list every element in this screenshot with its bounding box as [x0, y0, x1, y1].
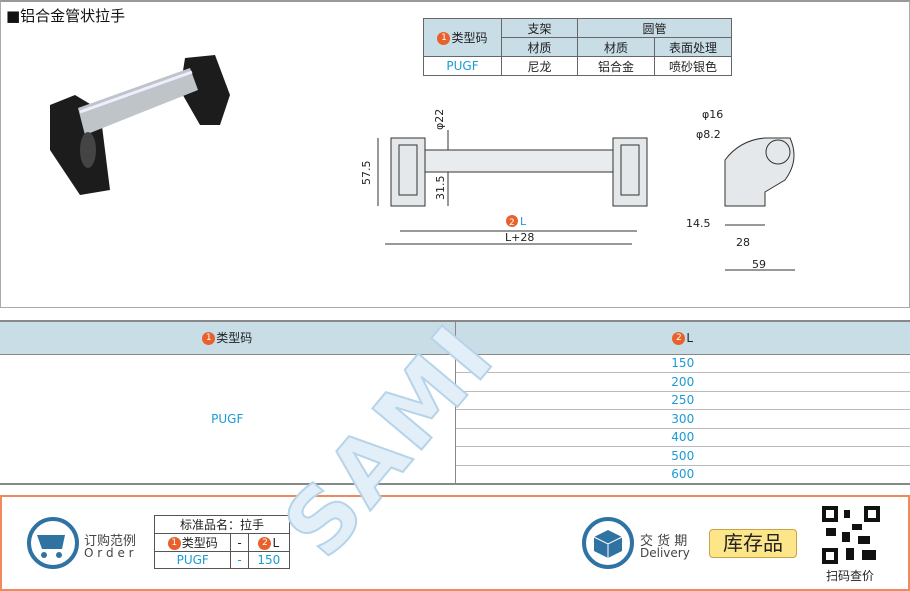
in-stock-badge: 库存品 [709, 529, 797, 558]
bracket-header: 支架 [501, 18, 578, 38]
dim-28: 28 [736, 236, 750, 249]
type-code-header: 类型码 [451, 31, 488, 45]
delivery-label: 交 货 期 [640, 534, 688, 549]
dash: - [230, 551, 249, 569]
L-value-cell: 400 [455, 428, 910, 447]
L-value-cell: 300 [455, 409, 910, 429]
dim-14-5: 14.5 [686, 217, 711, 230]
dash: - [230, 533, 249, 552]
surface-cell: 喷砂银色 [654, 56, 732, 76]
dim-d8-2: φ8.2 [696, 128, 721, 141]
tube-material-cell: 铝合金 [577, 56, 655, 76]
L-value-cell: 600 [455, 465, 910, 485]
L-value-cell: 250 [455, 391, 910, 410]
type-code-label: 类型码 [181, 536, 218, 550]
cart-icon [27, 517, 79, 569]
material-header: 材质 [501, 37, 578, 57]
product-image [50, 55, 230, 195]
order-label: 订购范例 [84, 534, 137, 549]
delivery-box-icon [582, 517, 634, 569]
material-header: 材质 [577, 37, 655, 57]
bracket-material-cell: 尼龙 [501, 56, 578, 76]
L-value-cell: 150 [455, 354, 910, 373]
type-code-cell: PUGF [423, 56, 502, 76]
order-L-value: 150 [247, 551, 291, 569]
page-title: ■铝合金管状拉手 [6, 7, 126, 25]
order-code: PUGF [153, 551, 232, 569]
type-code-cell: PUGF [0, 354, 456, 485]
qr-code-icon[interactable] [822, 506, 880, 564]
dim-57-5: 57.5 [360, 161, 373, 186]
order-label-en: O r d e r [84, 546, 134, 560]
tube-header: 圆管 [577, 18, 732, 38]
dim-59: 59 [752, 258, 766, 271]
L-label: L [272, 535, 280, 550]
order-panel [0, 495, 910, 591]
number-1-icon: 1 [437, 32, 451, 45]
delivery-label-en: Delivery [640, 546, 690, 560]
dim-L28: L+28 [505, 231, 534, 244]
type-code-column-header: 类型码 [216, 331, 253, 346]
svg-text:2: 2 [509, 218, 515, 228]
L-value-cell: 500 [455, 446, 910, 466]
dim-d16: φ16 [702, 108, 723, 121]
qr-label: 扫码查价 [826, 569, 875, 583]
dimension-drawing: φ22 57.5 31.5 2 L L+28 φ16 φ8.2 14.5 28 … [360, 108, 795, 271]
surface-header: 表面处理 [654, 37, 732, 57]
dim-31-5: 31.5 [434, 176, 447, 201]
number-2-icon [506, 215, 518, 227]
dim-L: L [520, 215, 527, 228]
dim-d22: φ22 [433, 109, 446, 130]
L-column-header: L [686, 330, 694, 345]
L-value-cell: 200 [455, 372, 910, 392]
standard-name: 标准品名：拉手 [154, 515, 290, 534]
